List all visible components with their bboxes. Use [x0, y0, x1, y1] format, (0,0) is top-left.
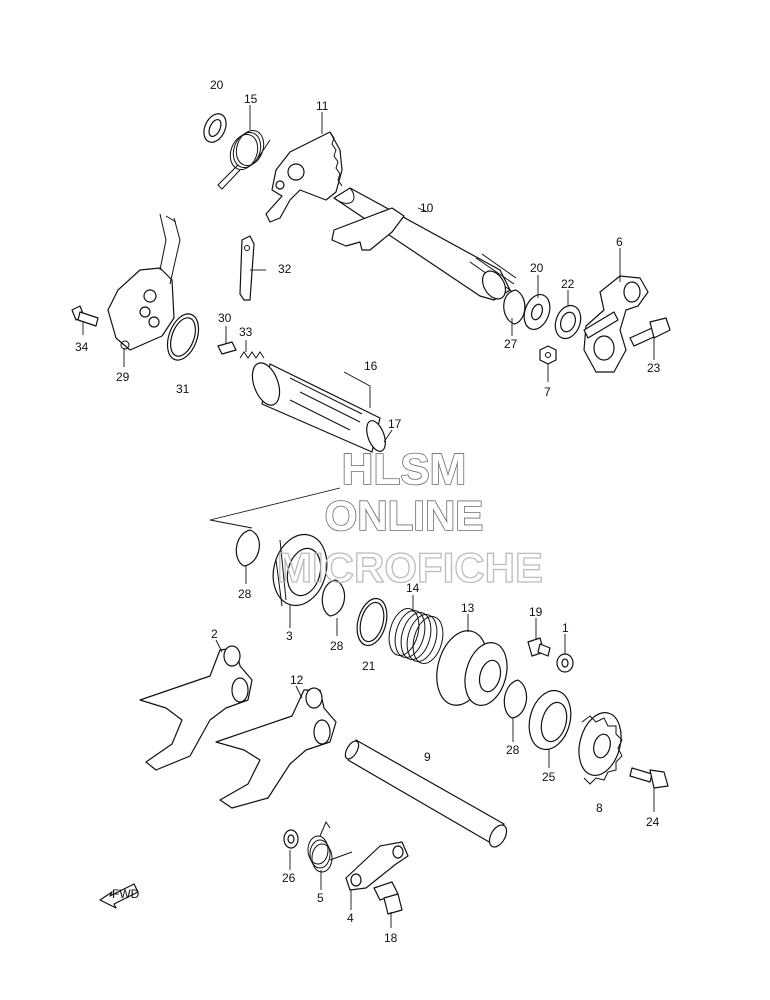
callout-12: 12	[290, 673, 304, 687]
part-7-nut	[539, 345, 557, 365]
callout-20-b: 20	[530, 261, 544, 275]
part-14-spring	[388, 608, 444, 664]
part-12-shift-fork	[215, 687, 337, 809]
callout-28-a: 28	[238, 587, 252, 601]
callout-34: 34	[75, 340, 89, 354]
leader-lines	[82, 105, 655, 928]
part-3-drum	[272, 533, 328, 607]
callout-2: 2	[211, 627, 218, 641]
part-18-bolt	[373, 881, 403, 915]
callout-24: 24	[646, 815, 660, 829]
callout-8: 8	[596, 801, 603, 815]
part-28-circlip-c	[503, 679, 528, 719]
part-15-spring	[217, 130, 271, 190]
watermark-line-2: ONLINE	[325, 492, 484, 539]
watermark: HLSM ONLINE MICROFICHE	[276, 444, 543, 591]
part-13-splined-drum	[436, 630, 508, 706]
part-21-washer	[356, 597, 388, 647]
callout-5: 5	[317, 891, 324, 905]
callout-11: 11	[316, 99, 329, 113]
callout-28-c: 28	[506, 743, 520, 757]
callout-18: 18	[384, 931, 398, 945]
callout-1: 1	[562, 621, 569, 635]
part-8-sprocket	[578, 712, 623, 785]
part-16-shift-cam	[251, 362, 386, 453]
watermark-line-3: MICROFICHE	[277, 544, 543, 591]
part-25-bearing	[528, 689, 572, 751]
part-10-shift-shaft	[331, 187, 517, 301]
part-20-washer	[203, 113, 227, 143]
callout-19: 19	[529, 605, 543, 619]
part-4-stopper-arm	[345, 841, 409, 891]
callout-6: 6	[616, 235, 623, 249]
part-29-cover	[107, 267, 175, 351]
part-2-shift-fork	[139, 645, 253, 771]
part-6-pinch-bolt	[583, 311, 619, 339]
part-26-washer	[283, 829, 299, 849]
callout-27: 27	[504, 337, 518, 351]
part-29-cable-bracket	[159, 213, 181, 285]
watermark-line-1: HLSM	[342, 445, 467, 494]
callout-26: 26	[282, 871, 296, 885]
callout-31: 31	[176, 382, 190, 396]
callout-28-b: 28	[330, 639, 344, 653]
callout-13: 13	[461, 601, 475, 615]
callout-4: 4	[347, 911, 354, 925]
part-5-spring	[307, 820, 353, 873]
callout-15: 15	[244, 92, 258, 106]
part-34-bolt	[71, 305, 99, 327]
callout-labels: 20 15 11 10 32 20 6 22 27 23 7 34 29 30 …	[75, 78, 661, 945]
callout-10: 10	[420, 201, 434, 215]
callout-16: 16	[364, 359, 378, 373]
callout-32: 32	[278, 262, 292, 276]
callout-14: 14	[406, 581, 420, 595]
part-11-shift-arm	[265, 131, 343, 223]
part-30-pin	[217, 341, 237, 355]
callout-7: 7	[544, 385, 551, 399]
callout-30: 30	[218, 311, 232, 325]
part-27-circlip	[503, 287, 526, 325]
part-24-bolt	[629, 767, 669, 789]
part-23-bolt	[629, 317, 671, 347]
part-32-stopper	[239, 235, 255, 301]
part-22-oil-seal	[554, 304, 582, 340]
callout-17: 17	[388, 417, 402, 431]
part-9-fork-shaft	[344, 739, 508, 848]
part-28-circlip-a	[235, 529, 260, 567]
part-20-washer-b	[523, 293, 551, 331]
part-33-spring	[239, 351, 265, 359]
callout-21: 21	[362, 659, 376, 673]
callout-20: 20	[210, 78, 224, 92]
fwd-label: FWD	[112, 887, 140, 901]
callout-23: 23	[647, 361, 661, 375]
part-19-bolt	[527, 637, 551, 657]
fwd-arrow-icon: FWD	[99, 883, 140, 909]
part-31-o-ring	[166, 313, 200, 361]
callout-22: 22	[561, 277, 575, 291]
callout-25: 25	[542, 770, 556, 784]
part-28-circlip-b	[321, 579, 346, 617]
callout-29: 29	[116, 370, 130, 384]
callout-33: 33	[239, 325, 253, 339]
callout-3: 3	[286, 629, 293, 643]
part-1-washer	[556, 653, 574, 673]
callout-9: 9	[424, 750, 431, 764]
